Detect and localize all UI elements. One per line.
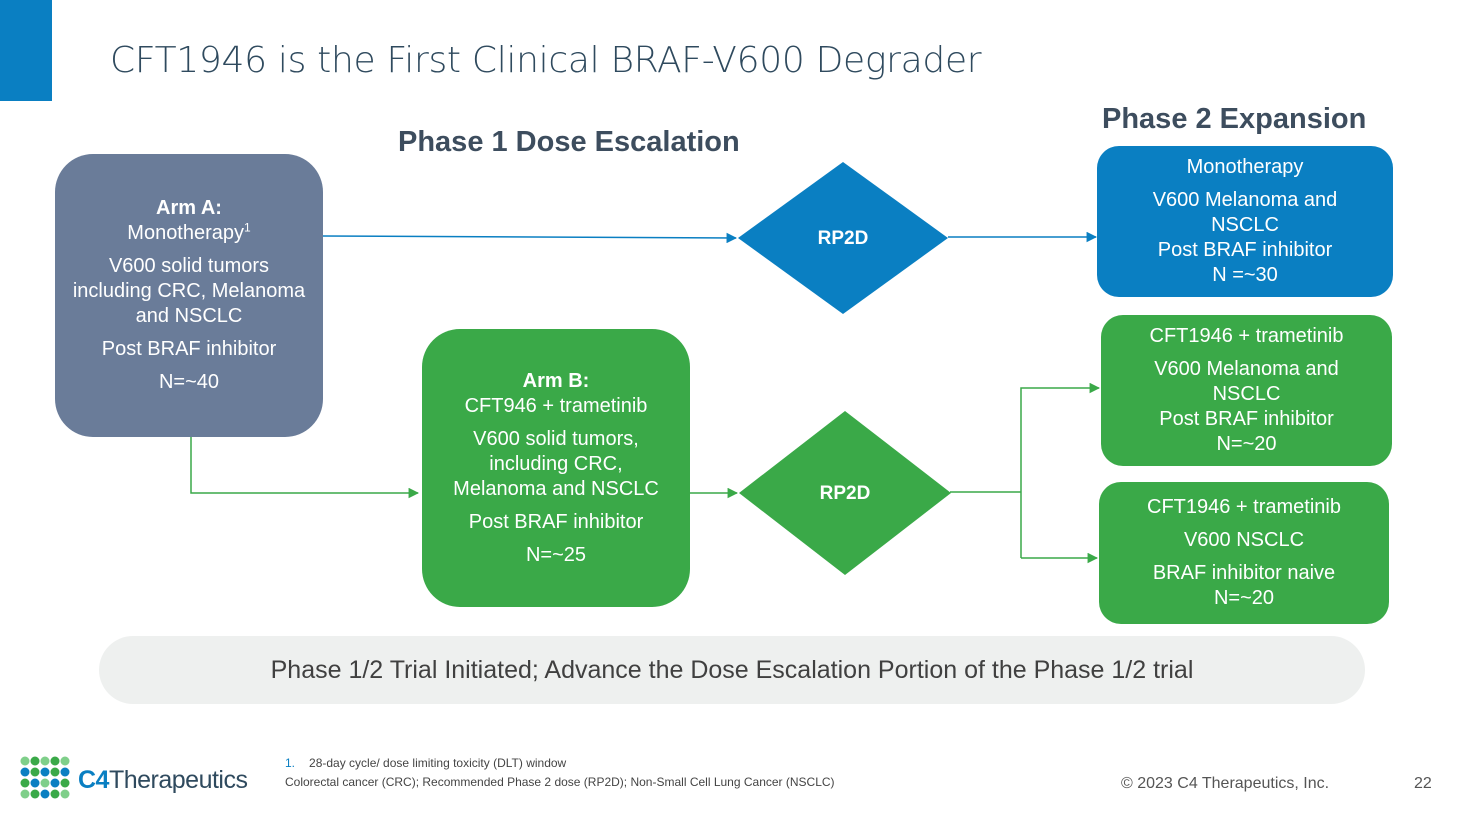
arrow-split-to-combo1 (1020, 382, 1101, 558)
expansion-mono-box: Monotherapy V600 Melanoma and NSCLC Post… (1097, 146, 1393, 297)
exp-combo1-therapy: CFT1946 + trametinib (1149, 325, 1344, 347)
status-banner: Phase 1/2 Trial Initiated; Advance the D… (99, 636, 1365, 704)
arm-a-population: V600 solid tumors including CRC, Melanom… (72, 255, 306, 327)
exp-mono-n: N =~30 (1212, 264, 1278, 286)
logo-wordmark: C4Therapeutics (78, 766, 248, 795)
copyright: © 2023 C4 Therapeutics, Inc. (1121, 775, 1330, 792)
arm-b-title: Arm B: (522, 369, 590, 392)
arm-a-title: Arm A: (156, 197, 222, 219)
arrow-armA-to-armB (190, 437, 420, 499)
slide-title: CFT1946 is the First Clinical BRAF-V600 … (110, 40, 982, 81)
exp-combo1-n: N=~20 (1216, 433, 1277, 455)
exp-combo2-therapy: CFT1946 + trametinib (1147, 496, 1341, 518)
logo-c4: C4 (78, 765, 109, 794)
logo-therapeutics: Therapeutics (108, 765, 248, 794)
logo-dots-icon (20, 756, 70, 799)
page-number: 22 (1414, 775, 1432, 792)
arm-a-therapy: Monotherapy (127, 222, 245, 244)
arm-b-population: V600 solid tumors, including CRC, Melano… (453, 427, 659, 500)
arm-b-prior: Post BRAF inhibitor (468, 510, 644, 533)
footnote-1-text: 28-day cycle/ dose limiting toxicity (DL… (309, 756, 567, 770)
footnote-number: 1. (285, 756, 296, 770)
banner-text: Phase 1/2 Trial Initiated; Advance the D… (270, 655, 1194, 684)
exp-combo2-prior: BRAF inhibitor naive (1152, 562, 1336, 584)
accent-bar (0, 0, 52, 101)
exp-combo2-population: V600 NSCLC (1183, 529, 1305, 551)
expansion-combo1-box: CFT1946 + trametinib V600 Melanoma and N… (1101, 315, 1392, 466)
arrow-armA-to-rp2d (321, 232, 738, 244)
rp2d-label-top: RP2D (817, 228, 869, 249)
arm-b-therapy: CFT946 + trametinib (464, 394, 648, 417)
rp2d-label-bottom: RP2D (819, 483, 871, 504)
expansion-combo2-box: CFT1946 + trametinib V600 NSCLC BRAF inh… (1099, 482, 1389, 624)
company-logo: C4Therapeutics (20, 756, 248, 804)
footnote-marker: 1 (244, 220, 251, 235)
exp-mono-population: V600 Melanoma and NSCLC (1152, 189, 1338, 236)
footnote-abbreviations: Colorectal cancer (CRC); Recommended Pha… (285, 775, 835, 789)
exp-combo1-population: V600 Melanoma and NSCLC (1154, 358, 1339, 405)
arm-a-box: Arm A: Monotherapy1 V600 solid tumors in… (55, 154, 323, 437)
exp-mono-prior: Post BRAF inhibitor (1157, 239, 1333, 261)
exp-combo2-n: N=~20 (1213, 587, 1275, 609)
exp-mono-therapy: Monotherapy (1186, 156, 1304, 178)
rp2d-diamond-top (738, 162, 948, 314)
arm-a-n: N=~40 (158, 371, 220, 393)
exp-combo1-prior: Post BRAF inhibitor (1159, 408, 1334, 430)
phase2-heading: Phase 2 Expansion (1102, 103, 1367, 135)
rp2d-diamond-bottom (739, 411, 951, 575)
arm-a-prior: Post BRAF inhibitor (101, 338, 277, 360)
phase1-heading: Phase 1 Dose Escalation (398, 126, 740, 158)
arm-b-n: N=~25 (525, 543, 587, 566)
arm-b-box: Arm B: CFT946 + trametinib V600 solid tu… (422, 329, 690, 607)
footnote-1: 1. 28-day cycle/ dose limiting toxicity (… (285, 756, 566, 770)
